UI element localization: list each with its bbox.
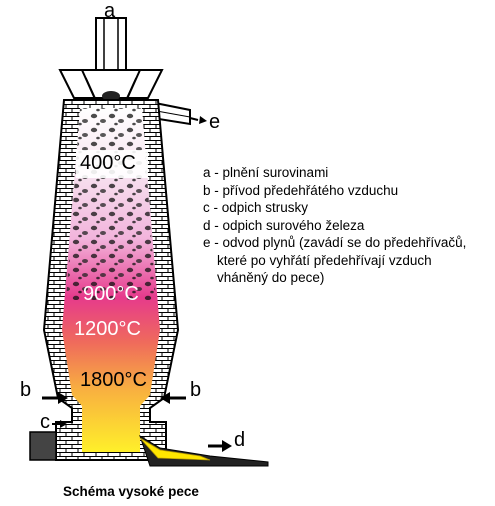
gas-outlet-arrow	[189, 116, 207, 124]
legend-item-a: a - plnění surovinami	[203, 165, 329, 180]
tuyere-arrow-right	[160, 392, 186, 404]
label-b-left: b	[20, 379, 31, 401]
feed-pipe	[95, 17, 127, 71]
legend-item-e-cont-1: které po vyhřátí předehřívají vzduch	[217, 252, 432, 268]
tuyere-arrow-left	[42, 392, 68, 404]
temp-label-1800: 1800°C	[80, 369, 147, 391]
legend-item-d: d - odpich surového železa	[203, 217, 365, 233]
molten-iron-channel	[139, 437, 211, 461]
top-zone-band	[76, 150, 148, 178]
label-e: e	[209, 111, 220, 133]
label-b-right: b	[190, 379, 201, 401]
temp-label-400: 400°C	[80, 152, 136, 174]
legend: a - plnění surovinami b - přívod předehř…	[203, 164, 495, 287]
legend-item-b: b - přívod předehřátého vzduchu	[203, 182, 399, 198]
label-d: d	[234, 429, 245, 451]
diagram-caption: Schéma vysoké pece	[63, 484, 199, 499]
legend-item-c: c - odpich strusky	[203, 200, 309, 215]
label-a: a	[104, 0, 116, 22]
charging-hopper	[58, 69, 164, 111]
legend-item-e: e - odvod plynů (zavádí se do předehříva…	[203, 235, 467, 250]
legend-item-e-cont-2: vháněný do pece)	[217, 270, 325, 285]
iron-tap-arrow	[208, 440, 232, 452]
temp-label-1200: 1200°C	[74, 318, 141, 340]
temp-label-900: 900°C	[83, 283, 139, 305]
charge-layers	[66, 108, 156, 300]
label-c: c	[40, 411, 50, 433]
slag-tap-arrow	[52, 420, 67, 428]
hearth-base	[29, 431, 57, 461]
